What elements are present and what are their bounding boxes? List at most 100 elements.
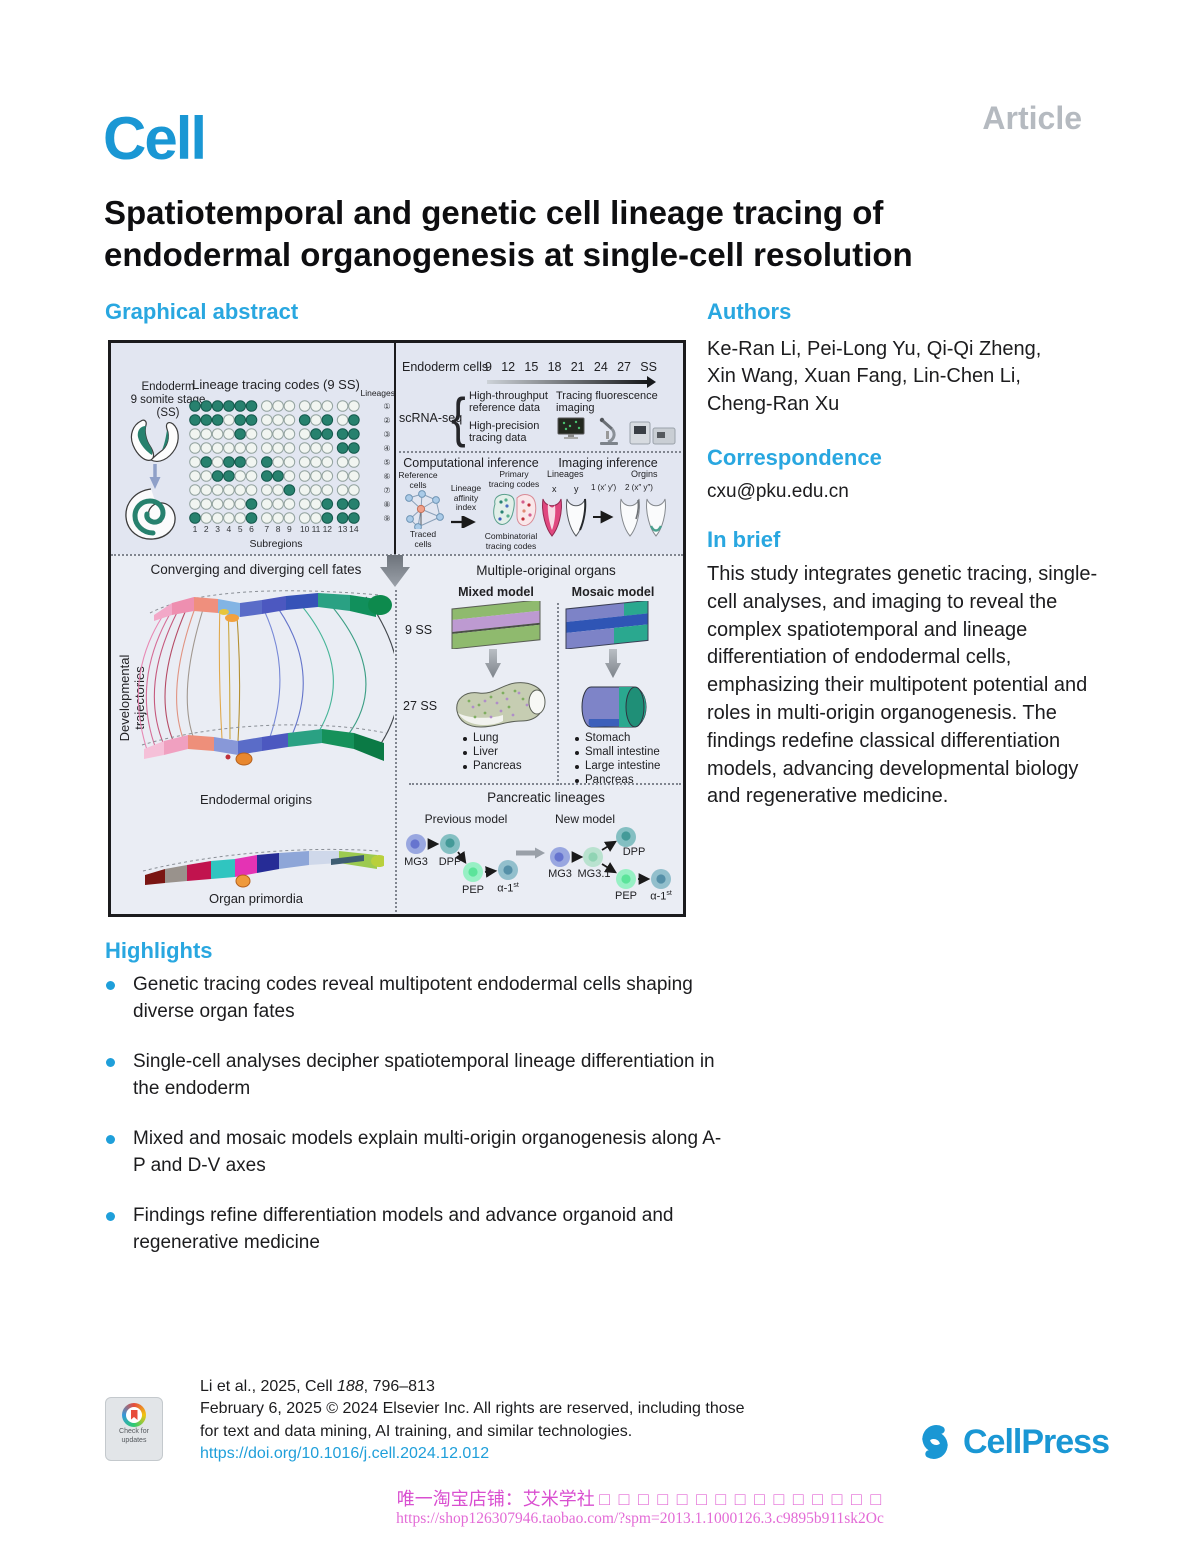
aff-line1: Lineage: [450, 483, 482, 493]
bullet-icon: [463, 751, 467, 755]
pri-line1: Primary: [499, 469, 529, 479]
svg-text:④: ④: [383, 444, 390, 453]
endodermal-origins-label: Endodermal origins: [199, 792, 312, 807]
highlights-list: Genetic tracing codes reveal multipotent…: [106, 972, 733, 1280]
shop-name: 唯一淘宝店铺：艾米学社: [396, 1489, 595, 1509]
lineage-affinity-label: Lineage affinity index: [447, 483, 485, 513]
tracing-imaging-label: Tracing fluorescence imaging: [556, 390, 658, 415]
authors-line2: Xin Wang, Xuan Fang, Lin-Chen Li,: [707, 365, 1021, 388]
svg-text:2: 2: [204, 524, 209, 534]
shop-tofu-boxes: □ □ □ □ □ □ □ □ □ □ □ □ □ □ □: [599, 1489, 884, 1509]
imaging-inference-title: Imaging inference: [558, 456, 658, 470]
highlight-item: Genetic tracing codes reveal multipotent…: [106, 972, 733, 1026]
reference-cells-label: Reference cells: [394, 470, 442, 490]
stage-line3: (SS): [156, 406, 180, 419]
traced-line1: Traced: [409, 529, 437, 539]
shop-url-link[interactable]: https://shop126307946.taobao.com/?spm=20…: [396, 1510, 884, 1527]
tick-ss: SS: [640, 360, 657, 374]
check-updates-icon: [122, 1403, 146, 1427]
page-title: Spatiotemporal and genetic cell lineage …: [104, 192, 913, 276]
highlight-text-2: Single-cell analyses decipher spatiotemp…: [133, 1050, 715, 1099]
svg-text:8: 8: [276, 524, 281, 534]
new-pep-label: PEP: [614, 890, 637, 902]
primary-codes-label: Primary tracing codes: [487, 469, 541, 489]
bullet-icon: [575, 737, 579, 741]
tracing-code-blobs: [493, 492, 537, 535]
svg-text:⑤: ⑤: [383, 458, 390, 467]
svg-text:⑥: ⑥: [383, 472, 390, 481]
svg-text:3: 3: [215, 524, 220, 534]
new-alpha1-label: α-1st: [650, 890, 672, 903]
authors-line1: Ke-Ran Li, Pei-Long Yu, Qi-Qi Zheng,: [707, 338, 1042, 360]
mosaic-organ-figure: [579, 683, 653, 738]
stage-line2: 9 somite stage: [130, 393, 206, 406]
authors-line3: Cheng-Ran Xu: [707, 392, 840, 415]
rights-line: for text and data mining, AI training, a…: [200, 1422, 633, 1440]
traced-line2: cells: [414, 538, 432, 549]
mixed-model-label: Mixed model: [458, 585, 534, 599]
previous-model-label: Previous model: [424, 812, 508, 826]
mixed-organ-figure: [449, 677, 549, 738]
article-type-label: Article: [982, 100, 1082, 136]
correspondence-email: cxu@pku.edu.cn: [707, 481, 849, 502]
trajectories-figure: [136, 587, 400, 795]
comb-line2: tracing codes: [485, 540, 537, 551]
new-model-label: New model: [554, 812, 616, 826]
highlight-bullet-icon: [106, 1057, 115, 1067]
doi-link[interactable]: https://doi.org/10.1016/j.cell.2024.12.0…: [200, 1445, 490, 1463]
lineage-x-label: x: [552, 484, 557, 494]
new-model-diagram: [545, 823, 680, 908]
in-brief-text: This study integrates genetic tracing, s…: [707, 563, 1098, 808]
cell-network-diagram: [399, 489, 445, 534]
svg-text:12: 12: [323, 524, 333, 534]
citation-line: Li et al., 2025, Cell 188, 796–813: [200, 1378, 435, 1395]
mixed-sheet-figure: [447, 599, 547, 654]
svg-text:9: 9: [287, 524, 292, 534]
traced-cells-label: Traced cells: [397, 529, 449, 549]
svg-text:⑦: ⑦: [383, 486, 390, 495]
prev-alpha1-label: α-1st: [497, 882, 519, 895]
badge-line2: updates: [121, 1436, 147, 1444]
citation-block: Li et al., 2025, Cell 188, 796–813 Febru…: [200, 1376, 745, 1466]
bullet-icon: [575, 751, 579, 755]
mixed-item-liver: Liver: [473, 746, 498, 758]
svg-text:4: 4: [227, 524, 232, 534]
bullet-icon: [575, 765, 579, 769]
timeline-arrowhead-icon: [647, 376, 656, 388]
embryo-9ss-illustration: [127, 419, 183, 470]
model-transition-arrow: [514, 846, 546, 864]
shop-watermark-line: 唯一淘宝店铺：艾米学社 □ □ □ □ □ □ □ □ □ □ □ □ □ □ …: [0, 1485, 1200, 1511]
highlight-item: Single-cell analyses decipher spatiotemp…: [106, 1049, 733, 1103]
cellpress-icon: [922, 1425, 948, 1459]
highlight-text-3: Mixed and mosaic models explain multi-or…: [133, 1127, 722, 1176]
svg-text:11: 11: [312, 524, 321, 534]
highlight-item: Mixed and mosaic models explain multi-or…: [106, 1126, 733, 1180]
lineage-y-label: y: [574, 484, 579, 494]
tick-12: 12: [501, 360, 516, 374]
check-updates-badge[interactable]: Check for updates: [105, 1397, 163, 1461]
stage-label: Endoderm 9 somite stage (SS): [113, 381, 223, 420]
new-dpp-label: DPP: [622, 846, 646, 858]
mixed-item-pancreas: Pancreas: [473, 760, 522, 772]
imginf-lineages-label: Lineages: [547, 469, 584, 479]
mosaic-organ-list: Stomach Small intestine Large intestine …: [575, 732, 660, 788]
bullet-icon: [463, 765, 467, 769]
gut-tube-shapes: [539, 495, 669, 546]
timeline-ticks: 9 12 15 18 21 24 27 SS: [485, 360, 657, 374]
svg-text:7: 7: [264, 524, 269, 534]
organ-primordia-figure: [139, 839, 387, 896]
mixed-organ-list: Lung Liver Pancreas: [463, 732, 522, 774]
highlight-bullet-icon: [106, 981, 115, 990]
opt1-line1: High-throughput: [469, 390, 548, 402]
mosaic-item-stomach: Stomach: [585, 732, 631, 744]
scrna-option1: High-throughput reference data: [469, 390, 548, 415]
copyright-line: February 6, 2025 © 2024 Elsevier Inc. Al…: [200, 1400, 745, 1418]
brace-glyph: {: [451, 387, 466, 449]
new-mg31-label: MG3.1: [577, 868, 611, 880]
cellpress-logo: CellPress: [913, 1420, 1110, 1464]
imaging-equipment-icons: [556, 416, 678, 453]
graphical-abstract-heading: Graphical abstract: [105, 299, 299, 324]
ref-line2: cells: [409, 479, 427, 490]
